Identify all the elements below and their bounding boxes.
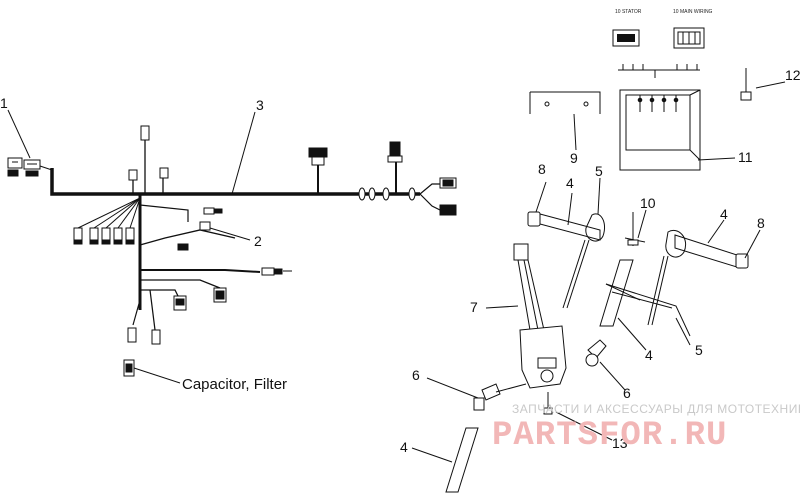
callout-11: 11 bbox=[738, 149, 753, 165]
callout-5-upper: 5 bbox=[595, 163, 603, 179]
callout-4-upper-left: 4 bbox=[566, 175, 574, 191]
callout-4-bottom: 4 bbox=[400, 439, 408, 455]
callout-7: 7 bbox=[470, 299, 478, 315]
spark-cap-8-left bbox=[527, 211, 541, 227]
callout-8-right: 8 bbox=[757, 215, 765, 231]
callout-3: 3 bbox=[256, 97, 264, 113]
cdi-module bbox=[619, 89, 701, 171]
callout-12: 12 bbox=[785, 67, 800, 83]
callout-4-upper-right: 4 bbox=[720, 206, 728, 222]
callout-9: 9 bbox=[570, 150, 578, 166]
harness-right-connectors bbox=[439, 177, 457, 216]
mounting-bracket-9 bbox=[529, 91, 601, 114]
callout-numbers: 1 3 2 12 11 9 8 4 5 10 4 8 7 4 5 6 6 13 … bbox=[0, 67, 800, 455]
main-harness bbox=[50, 140, 441, 331]
harness-small-connectors bbox=[73, 207, 292, 377]
callout-6-right: 6 bbox=[623, 385, 631, 401]
callout-4-middle: 4 bbox=[645, 347, 653, 363]
callout-2: 2 bbox=[254, 233, 262, 249]
harness-connector-1 bbox=[7, 157, 53, 177]
main-wiring-connector-label: 10 MAIN WIRING bbox=[673, 9, 713, 15]
harness-top-connectors bbox=[128, 125, 416, 201]
watermark-logo: PARTSFOR.RU bbox=[492, 417, 727, 455]
callout-5-lower: 5 bbox=[695, 342, 703, 358]
callout-10: 10 bbox=[640, 195, 656, 211]
watermark-tagline: ЗАПЧАСТИ И АКСЕССУАРЫ ДЛЯ МОТОТЕХНИКИ bbox=[512, 402, 800, 416]
wire-spring bbox=[605, 283, 691, 337]
spark-boot-6 bbox=[473, 339, 607, 411]
boot-5-right bbox=[647, 230, 686, 326]
lead-tube-4-bottom bbox=[445, 427, 479, 493]
callout-13: 13 bbox=[612, 435, 628, 451]
stator-connector-label: 10 STATOR bbox=[615, 9, 642, 15]
screw-12 bbox=[740, 68, 752, 101]
callout-8-left: 8 bbox=[538, 161, 546, 177]
washer-13 bbox=[543, 392, 553, 415]
leader-lines bbox=[7, 81, 786, 463]
stator-connector-group: 10 STATOR 10 MAIN WIRING bbox=[612, 9, 713, 78]
ignition-coil-7 bbox=[513, 243, 567, 389]
clip-10 bbox=[624, 212, 646, 246]
boot-5-left bbox=[562, 213, 606, 309]
watermark: ЗАПЧАСТИ И АКСЕССУАРЫ ДЛЯ МОТОТЕХНИКИ PA… bbox=[492, 402, 800, 455]
capacitor-filter-label: Capacitor, Filter bbox=[182, 376, 287, 393]
callout-1: 1 bbox=[0, 95, 8, 111]
callout-6-left: 6 bbox=[412, 367, 420, 383]
